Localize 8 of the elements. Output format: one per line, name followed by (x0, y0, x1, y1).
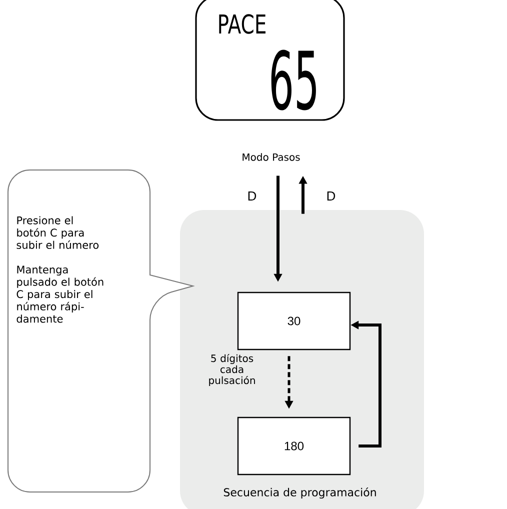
edge-label: D (248, 192, 256, 200)
value-box: 30 (237, 292, 351, 350)
speech-bubble: Presione el botón C para subir el número Mantenga pulsado el botón C para subir el número rápi- damente (8, 170, 194, 492)
node-label: Modo Pasos (242, 153, 300, 161)
edge-label: D (327, 192, 336, 200)
edge-label: 5 dígitos cada pulsación (209, 354, 255, 386)
display-screen: PACE 65 (195, 0, 345, 121)
value-box: 180 (237, 416, 351, 476)
